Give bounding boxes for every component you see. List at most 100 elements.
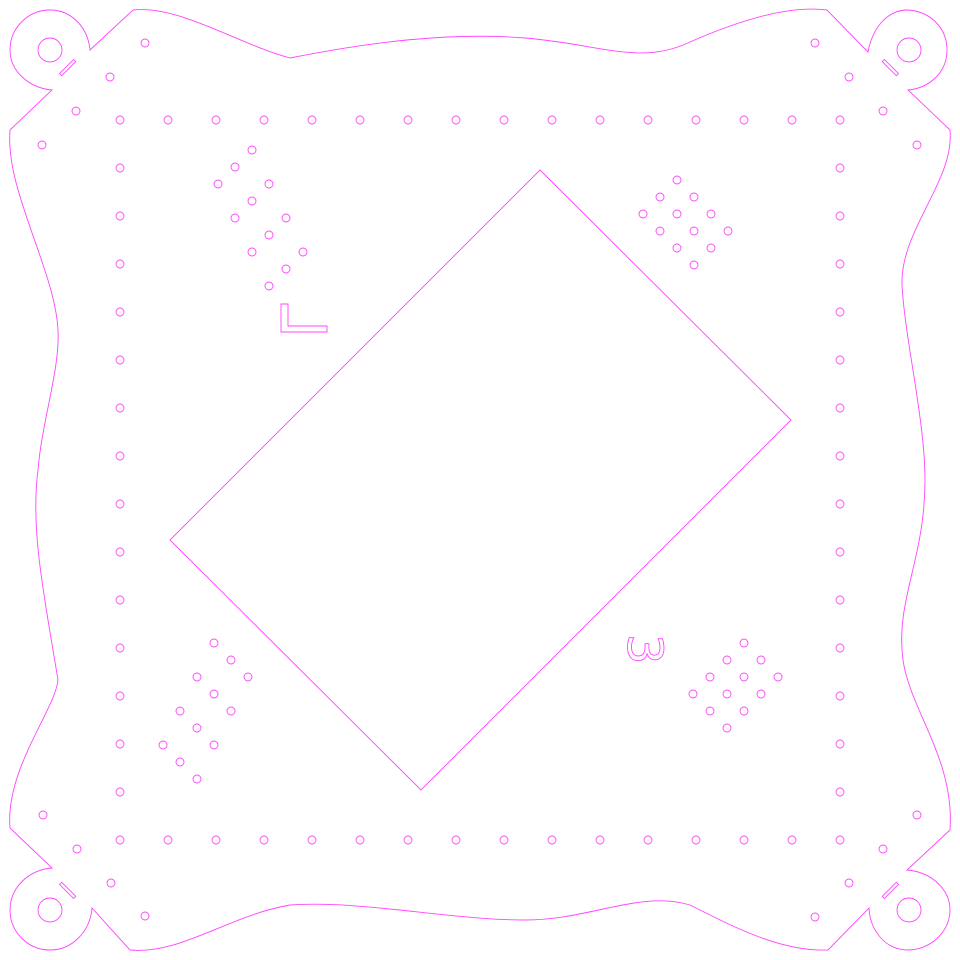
peg-hole-bottom-left <box>226 706 236 716</box>
peg-hole-bottom-left <box>209 740 219 750</box>
track-hole-left <box>115 739 125 749</box>
track-hole-bottom <box>211 835 221 845</box>
peg-hole-bottom-right <box>756 689 766 699</box>
track-hole-left <box>115 547 125 557</box>
track-hole-bottom <box>547 835 557 845</box>
track-hole-left <box>115 499 125 509</box>
track-hole-top <box>259 115 269 125</box>
track-hole-top <box>691 115 701 125</box>
peg-hole-bottom-right <box>705 672 715 682</box>
corner-slot-top-right <box>881 58 900 77</box>
track-hole-top <box>643 115 653 125</box>
corner-hole-top-right-row <box>878 106 888 116</box>
track-hole-right <box>835 787 845 797</box>
track-hole-right <box>835 547 845 557</box>
peg-hole-top-left <box>213 179 223 189</box>
corner-hole-top-left-row <box>71 106 81 116</box>
peg-hole-bottom-right <box>722 723 732 733</box>
track-hole-right <box>835 643 845 653</box>
track-hole-right <box>835 739 845 749</box>
peg-hole-bottom-left <box>158 740 168 750</box>
track-hole-bottom <box>835 835 845 845</box>
track-hole-top <box>595 115 605 125</box>
track-hole-right <box>835 451 845 461</box>
peg-hole-top-left <box>247 247 257 257</box>
track-hole-right <box>835 499 845 509</box>
peg-hole-bottom-left <box>209 638 219 648</box>
corner-hole-top-left-row <box>37 140 47 150</box>
track-hole-left <box>115 451 125 461</box>
track-hole-bottom <box>163 835 173 845</box>
corner-hole-bottom-left <box>37 897 63 923</box>
peg-hole-bottom-left <box>243 672 253 682</box>
center-diamond-cutout <box>169 169 792 791</box>
corner-hole-top-right <box>896 37 922 63</box>
corner-hole-bottom-right-row <box>844 878 854 888</box>
peg-hole-top-right <box>689 192 699 202</box>
peg-hole-top-left <box>230 162 240 172</box>
peg-hole-top-right <box>706 243 716 253</box>
track-hole-left <box>115 403 125 413</box>
corner-hole-bottom-right-row <box>810 912 820 922</box>
track-hole-right <box>835 211 845 221</box>
outer-border-outline <box>9 8 951 951</box>
l-mark-engraving <box>280 303 328 333</box>
track-hole-top <box>211 115 221 125</box>
track-hole-right <box>835 595 845 605</box>
peg-hole-top-left <box>247 145 257 155</box>
track-hole-bottom <box>403 835 413 845</box>
track-hole-left <box>115 163 125 173</box>
peg-hole-top-left <box>298 247 308 257</box>
track-hole-left <box>115 307 125 317</box>
track-hole-top <box>499 115 509 125</box>
corner-hole-top-right-row <box>810 38 820 48</box>
peg-hole-bottom-left <box>175 757 185 767</box>
track-hole-bottom <box>259 835 269 845</box>
peg-hole-top-left <box>264 179 274 189</box>
peg-hole-top-left <box>230 213 240 223</box>
peg-hole-bottom-right <box>773 672 783 682</box>
peg-hole-top-left <box>247 196 257 206</box>
peg-hole-top-right <box>638 209 648 219</box>
track-hole-top <box>163 115 173 125</box>
peg-hole-bottom-left <box>192 723 202 733</box>
peg-hole-bottom-right <box>756 655 766 665</box>
peg-hole-top-right <box>706 209 716 219</box>
track-hole-right <box>835 163 845 173</box>
peg-hole-bottom-right <box>705 706 715 716</box>
peg-hole-bottom-right <box>739 672 749 682</box>
corner-hole-bottom-right <box>896 897 922 923</box>
track-hole-bottom <box>355 835 365 845</box>
corner-hole-top-left <box>37 37 63 63</box>
peg-hole-bottom-right <box>688 689 698 699</box>
track-hole-left <box>115 211 125 221</box>
track-hole-bottom <box>499 835 509 845</box>
peg-hole-top-right <box>689 226 699 236</box>
corner-hole-bottom-left-row <box>72 844 82 854</box>
peg-hole-top-right <box>723 226 733 236</box>
corner-slot-bottom-right <box>881 881 900 900</box>
track-hole-left <box>115 787 125 797</box>
peg-hole-top-left <box>264 281 274 291</box>
track-hole-top <box>739 115 749 125</box>
track-hole-top <box>547 115 557 125</box>
track-hole-bottom <box>451 835 461 845</box>
peg-hole-top-right <box>672 209 682 219</box>
peg-hole-top-right <box>672 243 682 253</box>
corner-slot-bottom-left <box>58 881 77 900</box>
track-hole-bottom <box>307 835 317 845</box>
track-hole-right <box>835 307 845 317</box>
track-hole-top <box>355 115 365 125</box>
peg-hole-bottom-right <box>722 689 732 699</box>
peg-hole-top-left <box>281 213 291 223</box>
peg-hole-bottom-left <box>226 655 236 665</box>
track-hole-top <box>403 115 413 125</box>
track-hole-left <box>115 595 125 605</box>
peg-hole-bottom-right <box>722 655 732 665</box>
track-hole-bottom <box>787 835 797 845</box>
corner-slot-top-left <box>58 58 77 77</box>
track-hole-top <box>787 115 797 125</box>
corner-hole-top-left-row <box>140 38 150 48</box>
track-hole-right <box>835 691 845 701</box>
